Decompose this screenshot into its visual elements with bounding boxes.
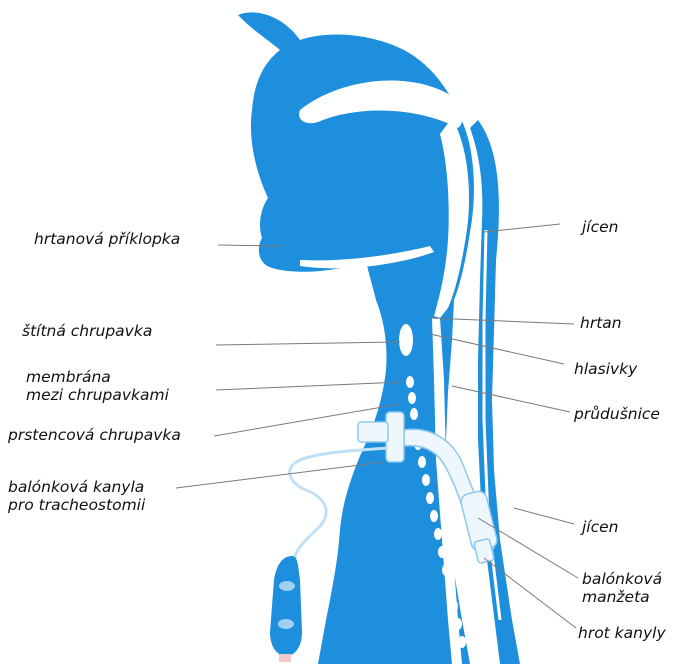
label-trachea: průdušnice: [574, 405, 660, 423]
label-thyroid-cartilage: štítná chrupavka: [22, 322, 152, 340]
label-cricoid-cartilage: prstencová chrupavka: [8, 426, 181, 444]
larynx-oval: [461, 312, 471, 332]
label-cuff-line2: manžeta: [582, 588, 662, 606]
tracheal-ring-8: [430, 510, 438, 522]
label-vocal-cords: hlasivky: [574, 360, 637, 378]
leader-membrane: [216, 382, 402, 390]
tracheal-ring-13: [450, 600, 458, 612]
vocal-cord-oval: [464, 334, 472, 358]
tracheal-ring-14: [454, 618, 462, 630]
label-larynx: hrtan: [580, 314, 622, 332]
label-esophagus-top: jícen: [582, 218, 619, 236]
label-membrane-line2: mezi chrupavkami: [26, 386, 169, 404]
label-cannula: balónková kanyla pro tracheostomii: [8, 478, 145, 514]
label-cannula-line1: balónková kanyla: [8, 478, 145, 496]
leader-thyroid-cartilage: [216, 342, 400, 345]
leader-esophagus-bottom: [514, 508, 574, 524]
pilot-valve: [270, 556, 302, 656]
tracheal-ring-2: [408, 392, 416, 404]
thyroid-cartilage-shape: [399, 324, 413, 356]
tracheal-ring-11: [442, 564, 450, 576]
label-cannula-line2: pro tracheostomii: [8, 496, 145, 514]
tracheal-ring-9: [434, 528, 442, 540]
tracheal-ring-7: [426, 492, 434, 504]
label-tip: hrot kanyly: [578, 624, 666, 642]
label-esophagus-bottom: jícen: [582, 518, 619, 536]
leader-trachea: [452, 386, 570, 412]
tracheal-ring-12: [446, 582, 454, 594]
label-cuff-line1: balónková: [582, 570, 662, 588]
pilot-balloon-window-1: [279, 581, 295, 591]
tracheal-ring-3: [410, 408, 418, 420]
label-membrane-line1: membrána: [26, 368, 169, 386]
tracheal-ring-5: [418, 456, 426, 468]
label-epiglottis: hrtanová příklopka: [34, 230, 180, 248]
pilot-balloon-window-2: [278, 619, 294, 629]
tracheal-ring-10: [438, 546, 446, 558]
label-membrane: membrána mezi chrupavkami: [26, 368, 169, 404]
tracheal-ring-15: [458, 636, 466, 648]
tracheal-ring-6: [422, 474, 430, 486]
tracheal-ring-1: [406, 376, 414, 388]
pilot-valve-end: [279, 654, 291, 662]
cannula-connector: [358, 422, 388, 442]
label-cuff: balónková manžeta: [582, 570, 662, 606]
